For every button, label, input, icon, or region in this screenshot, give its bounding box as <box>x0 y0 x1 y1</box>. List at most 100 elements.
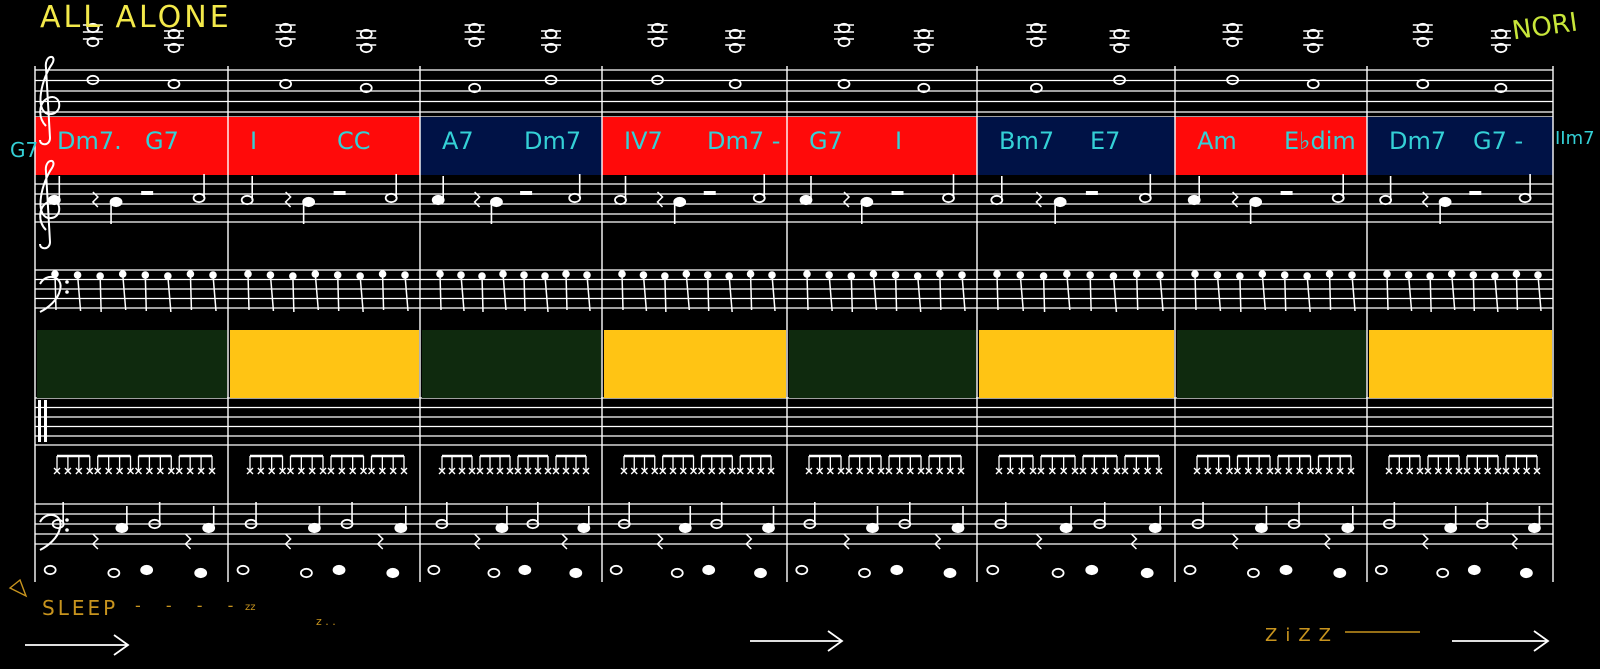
chord-cell <box>1367 117 1553 175</box>
x-note <box>757 467 765 475</box>
rest <box>1323 533 1331 550</box>
note-head <box>1085 564 1099 576</box>
chord-label-left: Dm7. <box>57 127 122 155</box>
note-stem <box>439 273 442 311</box>
rest <box>891 191 904 195</box>
x-note <box>1132 467 1140 475</box>
rest <box>284 191 292 208</box>
x-note <box>1347 467 1355 475</box>
note-head <box>1494 28 1508 40</box>
rest <box>560 533 569 550</box>
rest <box>333 191 346 195</box>
note-head <box>359 42 373 54</box>
rest <box>1421 533 1429 550</box>
note-stem <box>961 274 966 312</box>
note-head <box>1447 270 1456 278</box>
x-note <box>659 467 667 475</box>
note-head <box>194 567 208 579</box>
rest <box>1231 191 1239 208</box>
rest <box>1231 533 1239 550</box>
note-stem <box>1429 275 1432 313</box>
x-note <box>514 467 522 475</box>
note-head <box>614 194 627 206</box>
note-stem <box>1066 273 1071 311</box>
note-stem <box>894 274 898 312</box>
chord-label-left: Am <box>1197 127 1237 155</box>
note-head <box>651 74 664 86</box>
chord-label-right: Dm7 - <box>707 127 781 155</box>
chord-bar-row <box>35 117 1553 175</box>
note-stem <box>1386 273 1389 311</box>
note-head <box>487 567 501 579</box>
note-stem <box>54 273 57 311</box>
note-head <box>1416 78 1430 90</box>
x-note <box>845 467 853 475</box>
x-note <box>826 467 834 475</box>
x-note <box>747 467 754 475</box>
rest <box>184 533 192 550</box>
x-note <box>186 467 194 475</box>
rest <box>656 191 664 208</box>
note-head <box>670 567 684 579</box>
note-head <box>673 196 687 208</box>
x-note <box>105 467 113 475</box>
note-head <box>490 196 503 208</box>
note-head <box>1226 36 1239 48</box>
x-note <box>718 467 726 475</box>
x-note <box>1523 467 1531 475</box>
x-note <box>995 467 1003 475</box>
note-stem <box>189 273 193 311</box>
note-stem <box>502 273 507 311</box>
note-stem <box>1261 273 1267 311</box>
rest <box>141 191 154 195</box>
chord-label-left: I <box>250 127 258 155</box>
x-note <box>458 467 466 475</box>
note-head <box>837 36 851 48</box>
note-head <box>1341 522 1355 534</box>
x-note <box>1445 467 1453 475</box>
side-label-left: G7 <box>10 138 39 162</box>
note-head <box>860 196 874 208</box>
note-head <box>1030 22 1043 34</box>
x-note <box>1296 467 1304 475</box>
sleep-label: SLEEP <box>42 596 119 620</box>
x-note <box>327 467 335 475</box>
x-note <box>1079 467 1087 475</box>
note-head <box>1051 567 1065 579</box>
note-head <box>384 192 398 204</box>
x-note <box>1113 467 1121 475</box>
note-head <box>359 82 373 94</box>
note-head <box>609 564 623 576</box>
x-note <box>1029 467 1037 475</box>
note-head <box>468 82 482 94</box>
note-head <box>1226 74 1239 86</box>
note-head <box>1255 522 1268 534</box>
color-block-row <box>37 330 1552 398</box>
note-head <box>1280 271 1289 279</box>
x-note <box>1037 467 1045 475</box>
rest <box>1511 533 1519 550</box>
note-stem <box>664 275 667 313</box>
x-note <box>896 467 904 475</box>
note-head <box>427 564 441 576</box>
x-note <box>925 467 933 475</box>
note-head <box>1039 272 1048 280</box>
note-head <box>1494 42 1508 54</box>
x-note <box>368 467 375 475</box>
note-stem <box>247 273 250 311</box>
x-note <box>690 467 697 475</box>
x-note <box>1060 467 1068 475</box>
note-head <box>678 522 692 534</box>
x-note <box>544 467 552 475</box>
note-head <box>109 196 123 208</box>
note-head <box>702 564 716 576</box>
bar-lines <box>34 66 1554 582</box>
note-stem <box>1239 275 1242 313</box>
note-head <box>1520 567 1533 579</box>
note-stem <box>1216 274 1222 312</box>
x-note <box>338 467 346 475</box>
note-stem <box>771 274 776 312</box>
x-note <box>476 467 484 475</box>
x-note <box>297 467 305 475</box>
note-head <box>1404 271 1413 279</box>
